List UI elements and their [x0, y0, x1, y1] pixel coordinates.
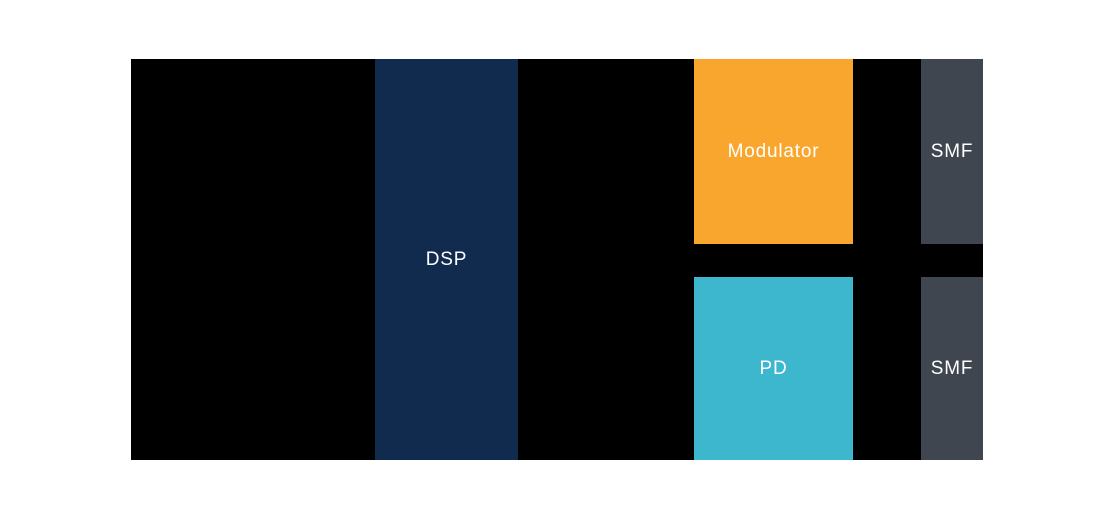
- dsp-block: DSP: [375, 59, 518, 460]
- modulator-block-label: Modulator: [727, 140, 820, 162]
- smf-top-block-label: SMF: [930, 140, 974, 162]
- smf-top-block: SMF: [921, 59, 983, 244]
- smf-bottom-block: SMF: [921, 277, 983, 460]
- dsp-block-label: DSP: [425, 248, 468, 270]
- modulator-block: Modulator: [694, 59, 853, 244]
- link-background-panel: [131, 59, 983, 460]
- pd-block-label: PD: [759, 357, 788, 379]
- smf-bottom-block-label: SMF: [930, 357, 974, 379]
- pd-block: PD: [694, 277, 853, 460]
